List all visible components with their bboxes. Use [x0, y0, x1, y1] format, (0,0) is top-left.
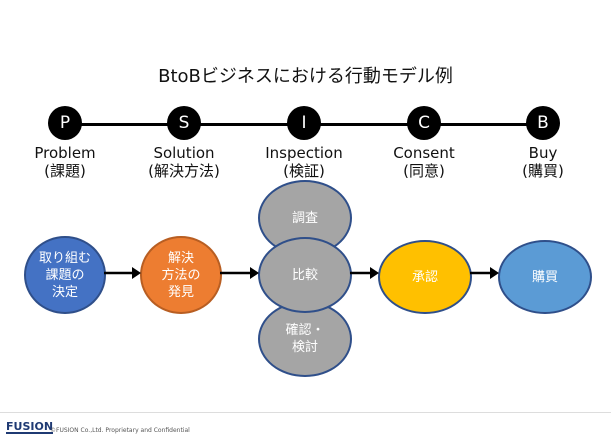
arrow-consent-to-buy [470, 267, 499, 279]
stage-solution: S Solution (解決方法) [124, 106, 244, 180]
node-problem-line2: 課題の [45, 267, 85, 283]
stage-problem-marker: P [48, 106, 82, 140]
stage-buy: B Buy (購買) [483, 106, 603, 180]
stage-consent: C Consent (同意) [364, 106, 484, 180]
node-compare: 比較 [258, 237, 352, 313]
node-buy: 購買 [498, 240, 592, 314]
stage-consent-label: Consent [393, 144, 455, 162]
stage-inspection-jp: (検証) [283, 162, 325, 180]
node-confirm: 確認・ 検討 [258, 301, 352, 377]
stage-buy-label: Buy [528, 144, 558, 162]
arrow-problem-to-solution [104, 267, 141, 279]
stage-problem: P Problem (課題) [5, 106, 125, 180]
node-solution-line2: 方法の [161, 267, 201, 283]
stage-inspection-marker: I [287, 106, 321, 140]
stage-consent-marker: C [407, 106, 441, 140]
stage-buy-jp: (購買) [522, 162, 564, 180]
node-buy-label: 購買 [531, 269, 558, 285]
node-consent: 承認 [378, 240, 472, 314]
stage-problem-jp: (課題) [44, 162, 86, 180]
diagram-title: BtoBビジネスにおける行動モデル例 [158, 66, 453, 87]
stage-consent-jp: (同意) [403, 162, 445, 180]
arrow-inspection-to-consent [350, 267, 379, 279]
node-solution-line3: 発見 [167, 284, 194, 300]
stage-buy-marker: B [526, 106, 560, 140]
node-solution-line1: 解決 [167, 250, 194, 266]
stage-solution-marker: S [167, 106, 201, 140]
stage-inspection: I Inspection (検証) [244, 106, 364, 180]
node-problem-line1: 取り組む [38, 250, 91, 266]
node-problem-line3: 決定 [51, 284, 78, 300]
node-confirm-line1: 確認・ [285, 323, 325, 338]
node-solution: 解決 方法の 発見 [140, 236, 222, 314]
node-confirm-line2: 検討 [291, 340, 318, 355]
arrow-solution-to-inspection [220, 267, 259, 279]
stage-solution-jp: (解決方法) [148, 162, 220, 180]
node-problem: 取り組む 課題の 決定 [24, 236, 106, 314]
stage-problem-label: Problem [34, 144, 96, 162]
copyright-text: ©FUSION Co.,Ltd. Proprietary and Confide… [50, 427, 190, 434]
stage-solution-label: Solution [153, 144, 215, 162]
company-logo: FUSION [6, 420, 54, 434]
node-compare-label: 比較 [291, 267, 318, 283]
footer: FUSION ©FUSION Co.,Ltd. Proprietary and … [0, 412, 611, 440]
stage-inspection-label: Inspection [265, 144, 343, 162]
node-consent-label: 承認 [411, 269, 438, 285]
node-research-label: 調査 [291, 210, 318, 226]
